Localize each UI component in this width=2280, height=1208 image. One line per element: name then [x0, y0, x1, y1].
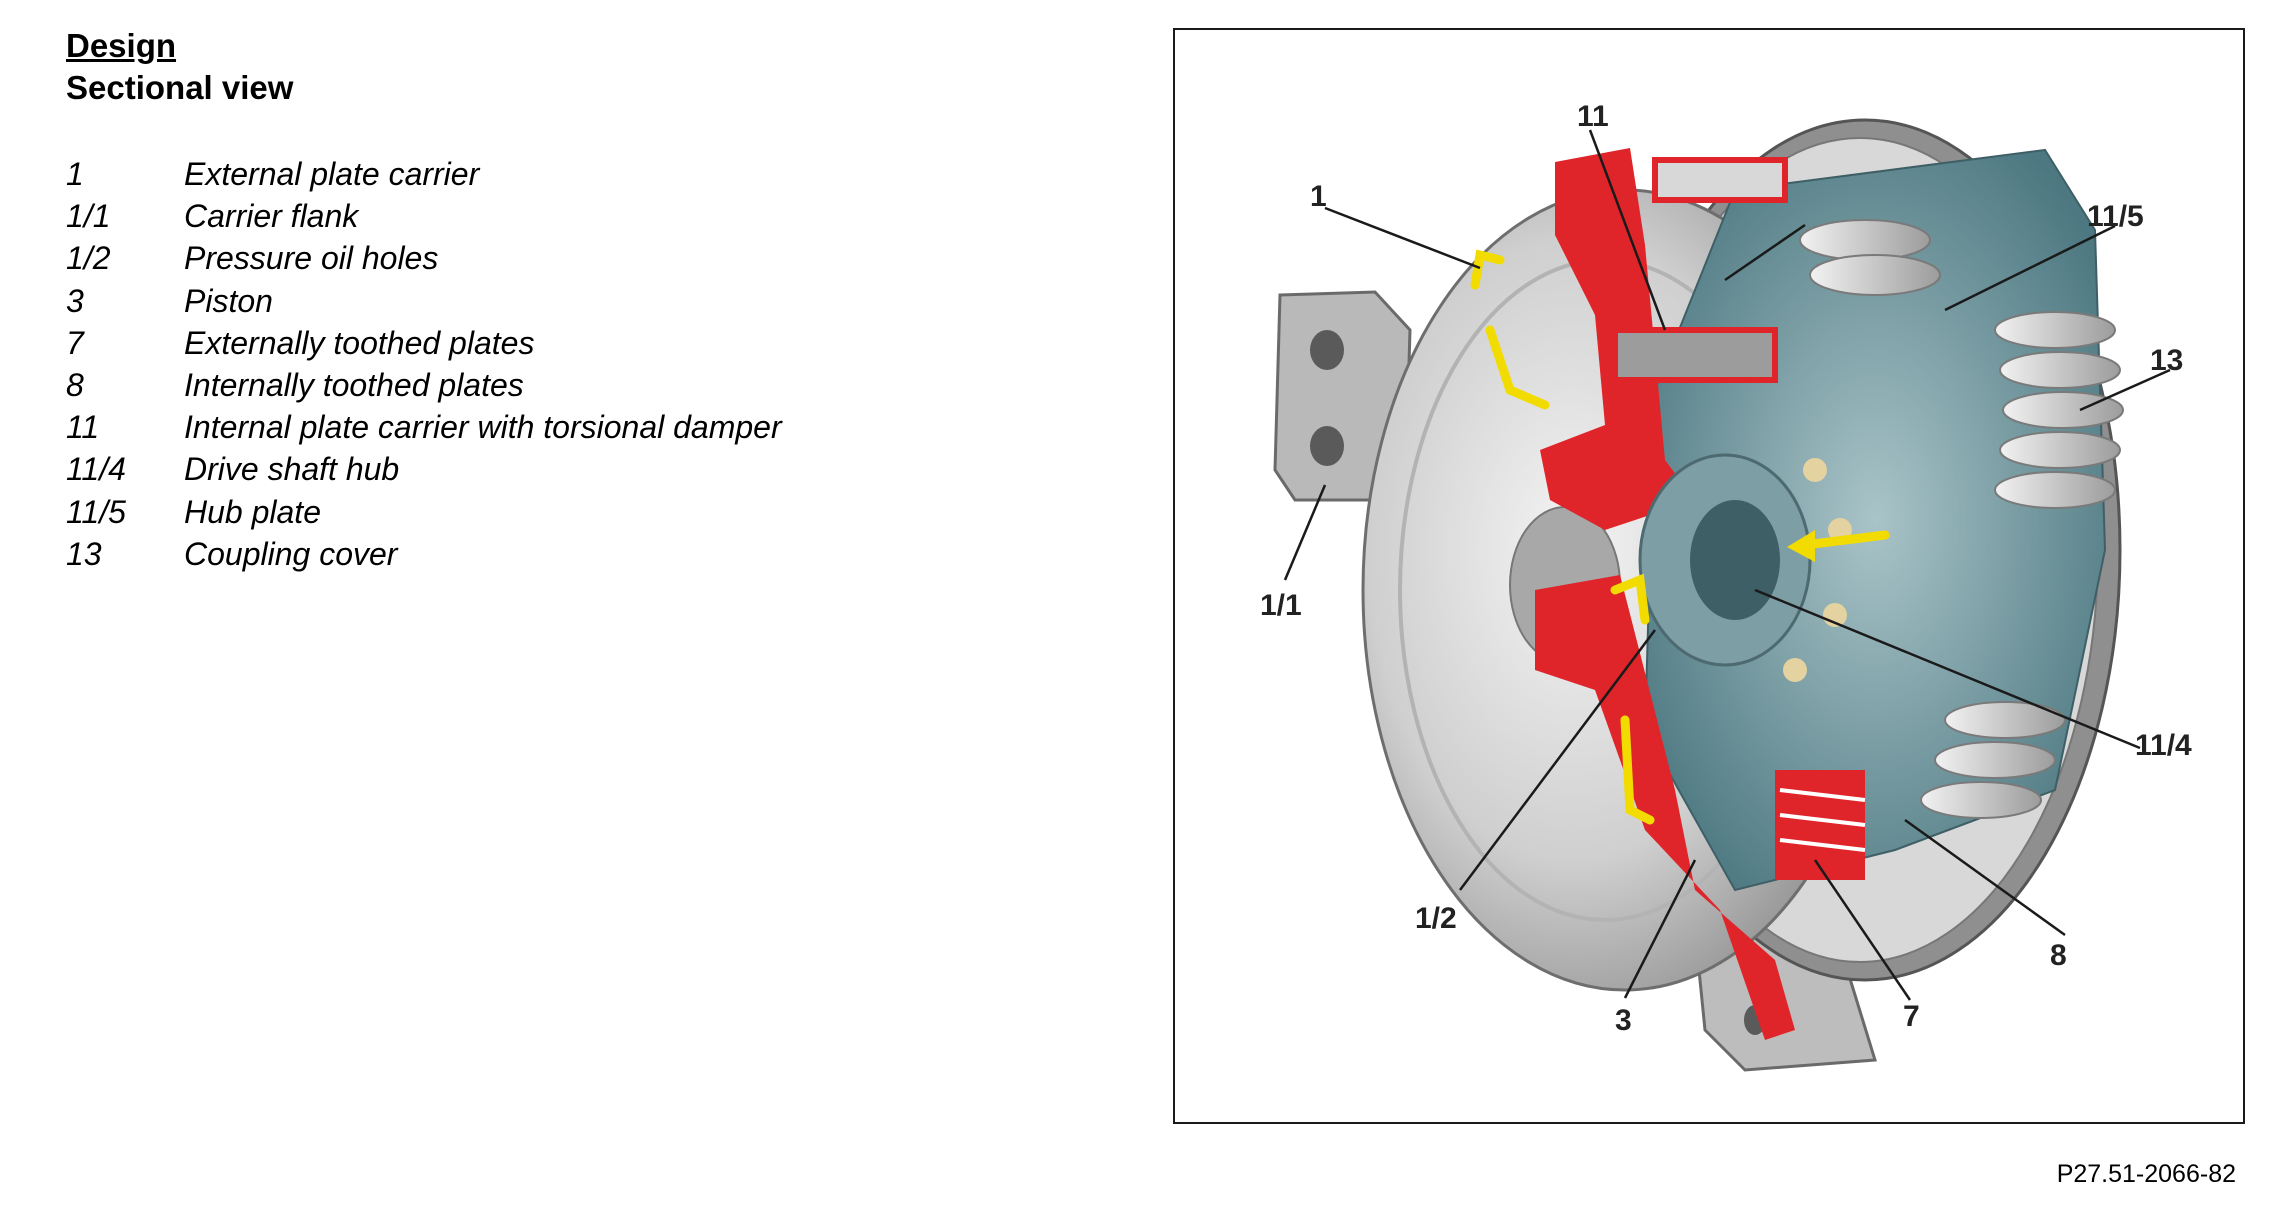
page-subtitle: Sectional view: [66, 69, 294, 106]
legend-label: External plate carrier: [184, 156, 480, 192]
legend-number: 11: [66, 409, 100, 446]
legend-label: Internal plate carrier with torsional da…: [184, 409, 782, 446]
callout-11-5: 11/5: [2087, 200, 2144, 233]
legend-label: Drive shaft hub: [184, 451, 400, 488]
legend-label: Piston: [184, 282, 273, 319]
callout-1: 1: [1310, 180, 1327, 213]
callout-1-1: 1/1: [1260, 589, 1302, 622]
legend-label: Externally toothed plates: [184, 324, 535, 361]
drive-shaft-hub: [1638, 453, 1852, 682]
damper-springs: [1799, 219, 2124, 819]
leader-lines: [1283, 129, 2171, 1001]
callout-3: 3: [1615, 1004, 1632, 1037]
legend-label: Coupling cover: [184, 535, 398, 572]
legend-number: 1/1: [66, 198, 111, 235]
sectional-cut: [1535, 148, 1866, 1040]
legend-number: 1/2: [66, 240, 111, 277]
callout-8: 8: [2050, 939, 2067, 972]
callout-1-2: 1/2: [1415, 902, 1457, 935]
callout-13: 13: [2150, 344, 2183, 377]
legend-number: 1: [66, 156, 84, 192]
legend-label: Internally toothed plates: [184, 366, 524, 403]
legend-number: 11/4: [66, 451, 126, 488]
legend-number: 3: [66, 282, 84, 319]
figure-reference: P27.51-2066-82: [2056, 1160, 2236, 1188]
legend-number: 13: [66, 535, 102, 572]
legend-label: Hub plate: [184, 493, 321, 530]
legend-label: Pressure oil holes: [184, 240, 439, 277]
callout-7: 7: [1903, 1000, 1920, 1033]
legend-number: 8: [66, 366, 84, 403]
callout-11: 11: [1577, 100, 1609, 133]
oil-flow-arrows: [1470, 249, 1890, 825]
callout-11-4: 11/4: [2135, 729, 2192, 762]
legend-number: 11/5: [66, 493, 126, 530]
carrier-flank-lug: [1273, 290, 1412, 502]
legend-number: 7: [66, 324, 84, 361]
oil-flow-arrow-head: [1787, 530, 1815, 562]
legend-label: Carrier flank: [184, 198, 359, 235]
clutch-sectional-illustration: 1 11 11/5 13 1/1 11/4 1/2 8 3 7: [1260, 100, 2192, 1072]
figure-frame: 1 11 11/5 13 1/1 11/4 1/2 8 3 7: [1173, 28, 2245, 1124]
page-title: Design: [66, 27, 177, 64]
